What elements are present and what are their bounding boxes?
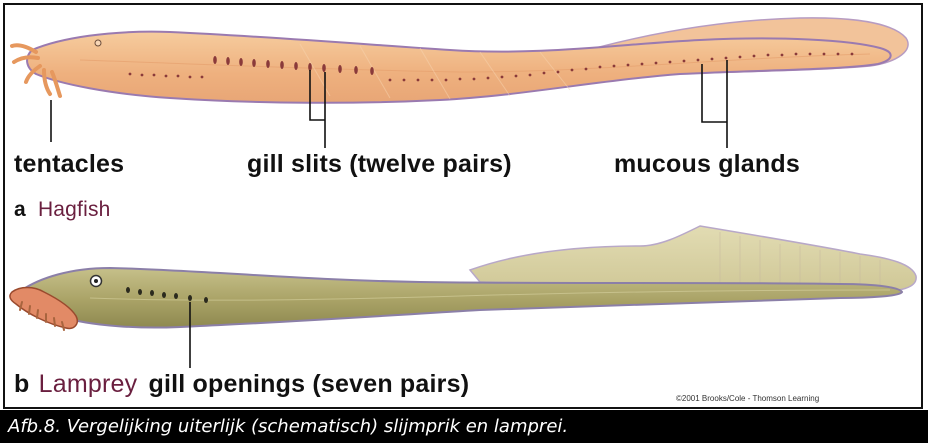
- hagfish-part-letter: a: [14, 198, 26, 221]
- lamprey-name: Lamprey: [39, 370, 138, 398]
- lamprey-part-letter: b: [14, 370, 29, 398]
- hagfish-body: [27, 32, 891, 103]
- hagfish-eye: [95, 40, 101, 46]
- lamprey-illustration: [10, 226, 916, 368]
- lamprey-part-label: b Lamprey gill openings (seven pairs): [14, 370, 469, 399]
- hagfish-illustration: [12, 18, 908, 148]
- label-gill-slits: gill slits (twelve pairs): [247, 150, 512, 179]
- copyright-notice: ©2001 Brooks/Cole - Thomson Learning: [676, 394, 819, 403]
- label-mucous-glands: mucous glands: [614, 150, 800, 179]
- hagfish-name: Hagfish: [38, 198, 111, 221]
- hagfish-part-label: a Hagfish: [14, 198, 111, 222]
- figure-caption: Afb.8. Vergelijking uiterlijk (schematis…: [0, 410, 928, 443]
- label-gill-openings: gill openings (seven pairs): [148, 370, 469, 398]
- label-tentacles: tentacles: [14, 150, 124, 179]
